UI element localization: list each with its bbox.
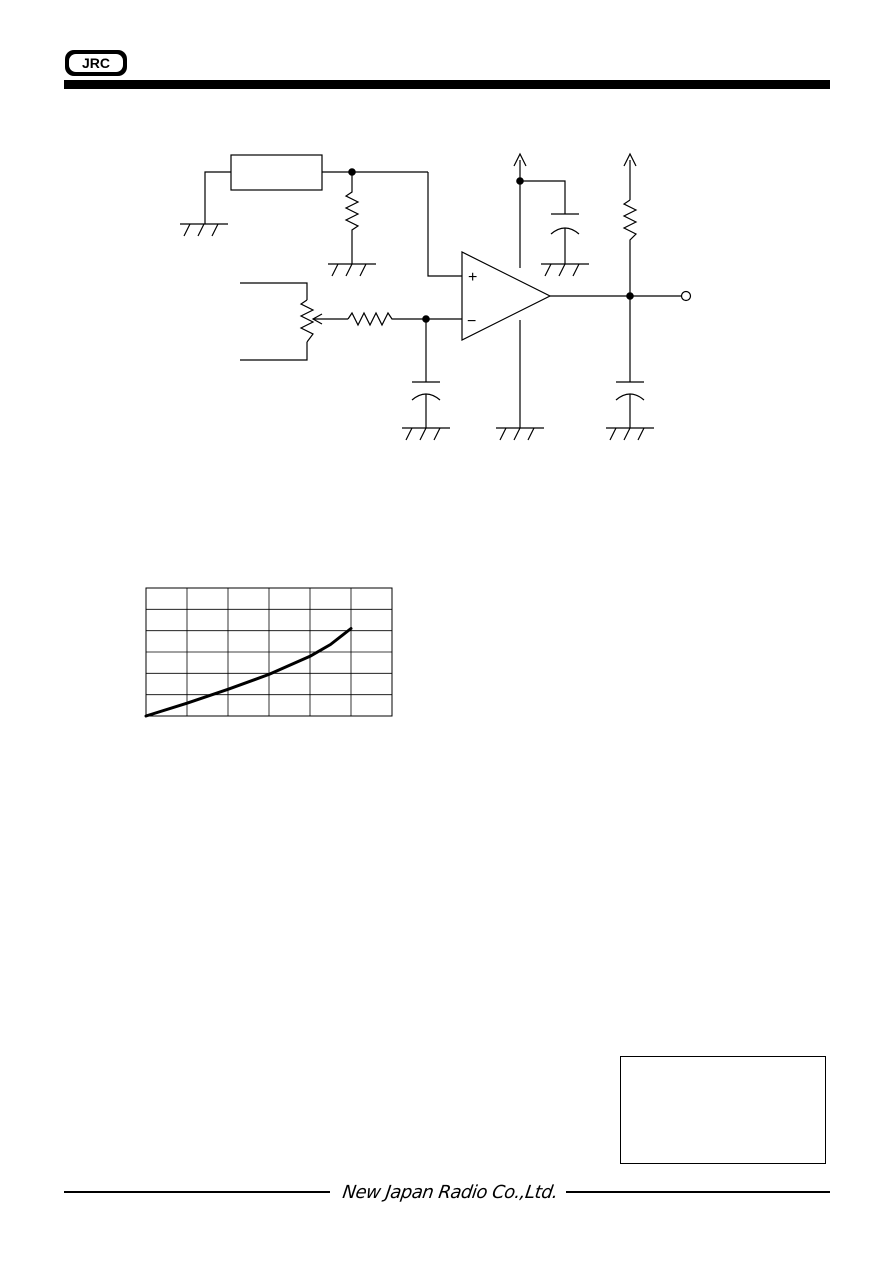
circuit-diagram: + − — [180, 152, 692, 441]
ground-symbol-3 — [541, 263, 589, 277]
footer-rule-right — [566, 1191, 830, 1193]
company-name: New Japan Radio Co.,Ltd. — [341, 1182, 559, 1203]
wire-bypass-cap — [520, 180, 566, 214]
output-terminal — [680, 290, 692, 302]
graph-plot — [144, 587, 393, 718]
pot-wiper-arrow — [311, 313, 323, 325]
jrc-logo: JRC — [64, 49, 128, 77]
wire-box-left — [204, 171, 231, 224]
ground-symbol-5 — [606, 427, 654, 441]
note-box — [620, 1056, 826, 1164]
supply-arrow-2 — [623, 152, 637, 167]
wire-pot-top — [240, 282, 308, 300]
series-line-0 — [144, 627, 353, 718]
ground-symbol-1 — [180, 223, 228, 237]
resistor-feedback — [347, 311, 462, 327]
plus-label: + — [468, 269, 477, 286]
characteristic-graph — [140, 580, 400, 725]
ground-symbol-2 — [328, 263, 376, 277]
header-rule — [64, 80, 830, 89]
resistor-pullup — [622, 199, 638, 296]
wire-pot-bottom — [240, 342, 308, 361]
jrc-logo-graphic: JRC — [65, 50, 127, 76]
footer-rule-left — [64, 1191, 330, 1193]
potentiometer — [299, 299, 315, 343]
ground-symbol-6 — [402, 427, 450, 441]
opamp — [461, 251, 552, 341]
resistor-1 — [344, 172, 360, 264]
wire-plus-input — [427, 172, 462, 277]
supply-arrow-1 — [513, 152, 527, 167]
ground-symbol-4 — [496, 427, 544, 441]
logo-text: JRC — [82, 55, 110, 71]
sensor-box — [230, 154, 323, 191]
application-circuit: + − — [150, 140, 710, 450]
minus-label: − — [467, 313, 476, 330]
